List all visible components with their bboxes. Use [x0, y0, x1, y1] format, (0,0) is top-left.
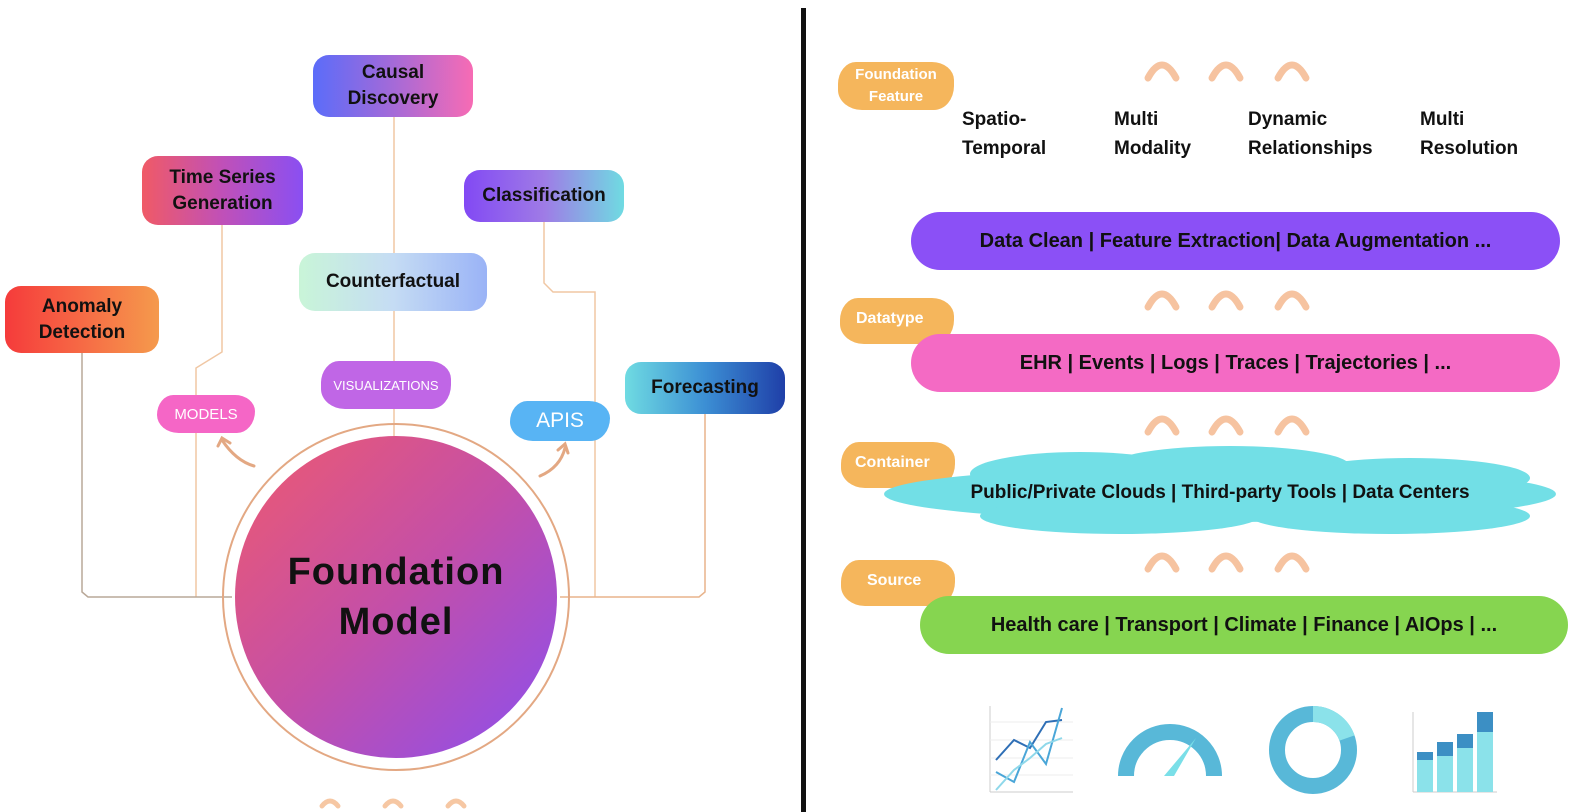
anomaly-detection-node[interactable]: Anomaly Detection: [5, 286, 159, 353]
feature-multi-resolution: Multi Resolution: [1420, 105, 1518, 163]
container-bar[interactable]: Public/Private Clouds | Third-party Tool…: [884, 470, 1556, 516]
anomaly-label-line1: Anomaly: [41, 295, 123, 317]
counterfactual-label: Counterfactual: [325, 271, 461, 293]
foundation-model-circle[interactable]: Foundation Model: [235, 436, 557, 758]
models-tag[interactable]: MODELS: [157, 395, 255, 433]
apis-tag[interactable]: APIS: [510, 401, 610, 441]
source-bar-label: Health care | Transport | Climate | Fina…: [990, 613, 1498, 636]
feature-1-line2: Temporal: [962, 138, 1047, 159]
visualizations-tag[interactable]: VISUALIZATIONS: [321, 361, 451, 409]
donut-chart-icon: [1269, 705, 1357, 794]
container-tag-label: Container: [855, 454, 930, 471]
panel-divider: [801, 8, 806, 812]
feature-multi-modality: Multi Modality: [1114, 105, 1191, 163]
container-bar-label: Public/Private Clouds | Third-party Tool…: [970, 482, 1470, 503]
causal-label-line2: Discovery: [347, 88, 439, 109]
time-series-generation-node[interactable]: Time Series Generation: [142, 156, 303, 225]
processing-bar[interactable]: Data Clean | Feature Extraction| Data Au…: [911, 212, 1560, 270]
models-tag-label: MODELS: [174, 405, 238, 423]
processing-bar-label: Data Clean | Feature Extraction| Data Au…: [979, 229, 1492, 252]
anomaly-label-line2: Detection: [38, 321, 126, 343]
source-bar[interactable]: Health care | Transport | Climate | Fina…: [920, 596, 1568, 654]
forecasting-node[interactable]: Forecasting: [625, 362, 785, 414]
feature-2-line1: Multi: [1114, 109, 1159, 130]
causal-label-line1: Causal: [361, 62, 425, 84]
feature-1-line1: Spatio-: [962, 109, 1027, 130]
classification-label: Classification: [482, 185, 606, 207]
datatype-bar[interactable]: EHR | Events | Logs | Traces | Trajector…: [911, 334, 1560, 392]
timeseries-label-line1: Time Series: [169, 166, 276, 188]
line-chart-icon: [989, 706, 1073, 793]
classification-node[interactable]: Classification: [464, 170, 624, 222]
feature-2-line2: Modality: [1114, 138, 1192, 159]
stacked-bar-chart-icon: [1412, 712, 1497, 793]
foundation-feature-tag[interactable]: Foundation Feature: [838, 62, 954, 110]
source-tag-label: Source: [867, 572, 922, 589]
feature-3-line2: Relationships: [1248, 138, 1373, 159]
timeseries-label-line2: Generation: [172, 192, 273, 214]
gauge-icon: [1118, 724, 1222, 777]
foundation-model-label-line2: Model: [338, 601, 454, 643]
causal-discovery-node[interactable]: Causal Discovery: [313, 55, 473, 117]
visualizations-tag-label: VISUALIZATIONS: [333, 377, 439, 393]
forecasting-label: Forecasting: [651, 377, 759, 399]
feature-spatio-temporal: Spatio- Temporal: [962, 105, 1046, 163]
foundation-feature-line1: Foundation: [855, 66, 937, 83]
feature-dynamic-relationships: Dynamic Relationships: [1248, 105, 1373, 163]
datatype-bar-label: EHR | Events | Logs | Traces | Trajector…: [1019, 351, 1452, 374]
connector-lines: [81, 116, 706, 809]
datatype-tag-label: Datatype: [856, 310, 924, 327]
foundation-feature-line2: Feature: [868, 88, 924, 105]
feature-4-line2: Resolution: [1420, 138, 1519, 159]
counterfactual-node[interactable]: Counterfactual: [299, 253, 487, 311]
foundation-model-label-line1: Foundation: [287, 551, 505, 593]
feature-4-line1: Multi: [1420, 109, 1465, 130]
apis-tag-label: APIS: [536, 409, 584, 432]
feature-3-line1: Dynamic: [1248, 109, 1328, 130]
